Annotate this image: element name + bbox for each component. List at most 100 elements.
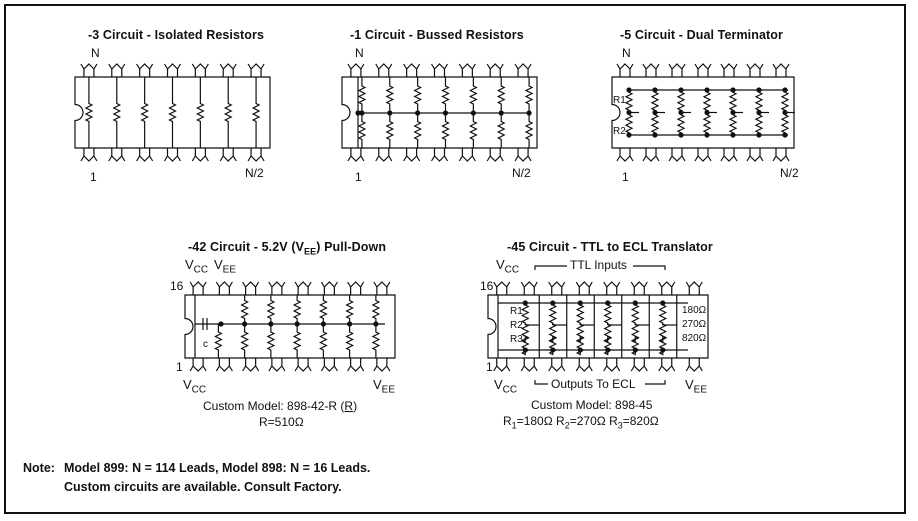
chip-pin-top	[163, 63, 182, 77]
resistor	[728, 112, 738, 135]
circuit-45-model: Custom Model: 898-45	[531, 398, 653, 412]
chip-pin-bottom	[772, 148, 790, 162]
circuit-45-outputs: Outputs To ECL	[551, 377, 636, 391]
junction-dot	[550, 300, 556, 306]
junction-dot	[782, 87, 788, 93]
chip-pin-top	[720, 63, 738, 77]
junction-dot	[347, 321, 353, 327]
chip-pin-bottom	[520, 358, 538, 372]
circuit-42-model: Custom Model: 898-42-R (R)	[203, 399, 358, 413]
resistor	[469, 77, 478, 113]
chip-pin-bottom	[630, 358, 648, 372]
chip-pin-top	[136, 63, 154, 77]
resistor	[223, 77, 233, 148]
chip-body	[74, 76, 271, 149]
chip-pin-bottom	[694, 148, 712, 162]
resistor	[385, 77, 395, 113]
resistor	[702, 112, 712, 135]
circuit-45-r2-label: R2	[510, 320, 523, 331]
junction-dot	[242, 321, 248, 327]
junction-dot	[550, 347, 556, 353]
circuit-3-pin-1: 1	[90, 170, 97, 184]
resistor	[520, 335, 530, 356]
resistor	[496, 113, 506, 148]
resistor	[676, 90, 686, 113]
circuit-42-vee-top: VEE	[214, 257, 237, 276]
chip-pin-bottom	[189, 358, 207, 372]
circuit-45-v270: 270Ω	[682, 319, 707, 330]
junction-dot	[320, 321, 326, 327]
chip-pin-bottom	[493, 358, 511, 372]
circuit-3-title: -3 Circuit - Isolated Resistors	[88, 28, 265, 42]
junction-dot	[218, 321, 224, 327]
chip-pin-top	[575, 281, 593, 295]
chip-pin-bottom	[486, 148, 504, 162]
chip-pin-top	[548, 281, 566, 295]
circuit-45-values: R1=180Ω R2=270Ω R3=820Ω	[503, 414, 659, 431]
junction-dot	[415, 110, 421, 116]
circuit-45-pin-1: 1	[486, 360, 493, 374]
resistor	[658, 303, 668, 325]
circuit-45-v820: 820Ω	[682, 333, 707, 344]
note-line-2: Custom circuits are available. Consult F…	[64, 480, 342, 494]
junction-dot	[605, 300, 611, 306]
junction-dot	[756, 132, 762, 138]
circuit-45-ttl-inputs: TTL Inputs	[570, 258, 627, 272]
chip-pin-bottom	[347, 358, 365, 372]
chip-pin-bottom	[575, 358, 593, 372]
resistor	[140, 77, 149, 148]
chip-pin-top	[242, 281, 260, 295]
chip-pin-bottom	[603, 358, 621, 372]
circuit-1-title: -1 Circuit - Bussed Resistors	[350, 28, 524, 42]
chip-pin-bottom	[720, 148, 738, 162]
chip-pin-top	[347, 281, 365, 295]
chip-pin-bottom	[163, 148, 182, 162]
resistor	[319, 324, 328, 358]
outer-border	[4, 4, 906, 514]
junction-dot	[632, 300, 638, 306]
circuit-5-r2-label: R2	[613, 126, 626, 137]
resistor	[266, 324, 276, 358]
chip-pin-bottom	[746, 148, 764, 162]
chip-pin-top	[347, 63, 365, 77]
chip-pin-top	[493, 281, 511, 295]
resistor	[754, 112, 764, 135]
chip-pin-top	[658, 281, 676, 295]
chip-pin-bottom	[642, 148, 660, 162]
junction-dot	[626, 87, 632, 93]
circuit-5-pin-n: N	[622, 46, 631, 60]
resistor	[371, 324, 381, 358]
resistor	[441, 113, 450, 148]
chip-pin-top	[772, 63, 790, 77]
resistor	[575, 303, 585, 325]
resistor	[371, 295, 381, 324]
chip-pin-bottom	[458, 148, 476, 162]
resistor	[413, 77, 422, 113]
chip-pin-top	[268, 281, 286, 295]
chip-pin-bottom	[215, 358, 233, 372]
junction-dot	[373, 321, 379, 327]
resistor	[357, 113, 367, 148]
ttl-bracket	[534, 265, 666, 270]
circuit-45-r1-label: R1	[510, 306, 523, 317]
chip-body	[341, 76, 538, 149]
chip-pin-bottom	[80, 148, 98, 162]
resistor	[624, 112, 634, 135]
resistor	[469, 113, 478, 148]
circuit-42-pin-1: 1	[176, 360, 183, 374]
resistor	[292, 324, 302, 358]
resistor	[603, 335, 613, 356]
junction-dot	[652, 87, 658, 93]
resistor	[496, 77, 506, 113]
chip-pin-top	[373, 281, 391, 295]
chip-pin-bottom	[658, 358, 676, 372]
chip-pin-bottom	[320, 358, 338, 372]
junction-dot	[268, 321, 274, 327]
junction-dot	[359, 110, 365, 116]
circuit-45-vcc-top: VCC	[496, 257, 520, 276]
junction-dot	[730, 132, 736, 138]
circuit-45-vee-bottom: VEE	[685, 377, 708, 396]
chip-pin-top	[694, 63, 712, 77]
chip-body	[611, 76, 795, 149]
resistor	[575, 335, 585, 356]
